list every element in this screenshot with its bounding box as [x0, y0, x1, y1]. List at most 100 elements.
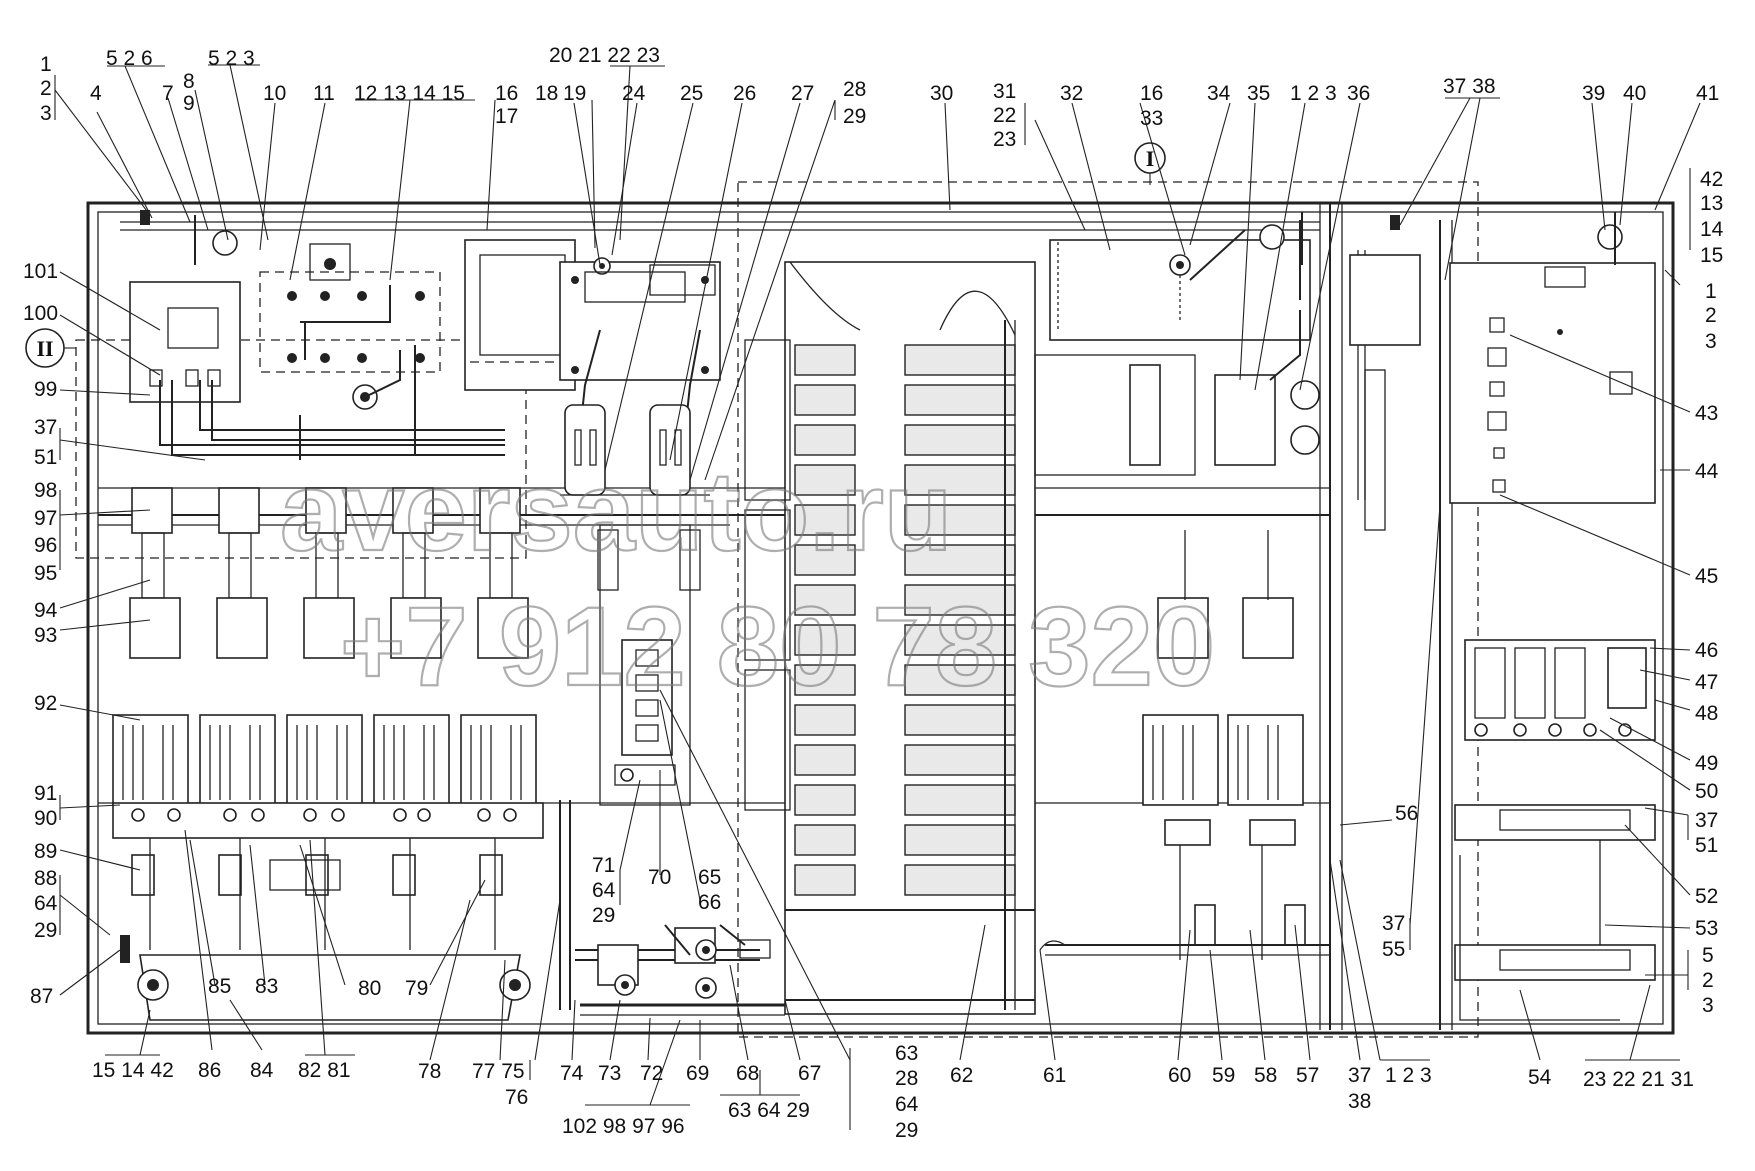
section-I-boundary	[737, 181, 1479, 1038]
callout-labels-right: 42 13 14 15 1 2 3 43 44 45 46 47 48 49 5…	[1695, 168, 1724, 1017]
callout-35: 35	[1247, 82, 1270, 105]
callout-100: 100	[23, 302, 58, 325]
callout-53: 53	[1695, 917, 1718, 940]
upper-right-box	[1034, 220, 1366, 500]
callout-101: 101	[23, 260, 58, 283]
callout-10: 10	[263, 82, 286, 105]
callout-64: 64	[34, 892, 58, 915]
callout-41: 41	[1696, 82, 1719, 105]
callout-3: 3	[40, 102, 52, 125]
callout-r2b: 2	[1702, 969, 1714, 992]
callout-40: 40	[1623, 82, 1646, 105]
relay-pair	[560, 404, 710, 591]
callout-96: 96	[34, 534, 57, 557]
callout-15-14-42: 15 14 42	[92, 1059, 174, 1082]
callout-69: 69	[686, 1062, 709, 1085]
callout-88: 88	[34, 867, 57, 890]
callout-29b: 29	[895, 1119, 918, 1142]
callout-85: 85	[208, 975, 231, 998]
callout-95: 95	[34, 562, 57, 585]
svg-text:I: I	[1146, 146, 1155, 171]
callout-39: 39	[1582, 82, 1605, 105]
svg-text:II: II	[36, 336, 53, 361]
callout-8: 8	[183, 70, 195, 93]
callout-61: 61	[1043, 1064, 1066, 1087]
upper-left-panel	[129, 243, 505, 460]
callout-4: 4	[90, 82, 102, 105]
callout-64c: 64	[592, 879, 616, 902]
callout-68: 68	[736, 1062, 759, 1085]
callout-77-75: 77 75	[472, 1060, 525, 1083]
callout-32: 32	[1060, 82, 1083, 105]
callout-r5: 5	[1702, 944, 1714, 967]
callout-71: 71	[592, 854, 615, 877]
callout-r1: 1	[1705, 280, 1717, 303]
callout-62: 62	[950, 1064, 973, 1087]
callout-5-2-3: 5 2 3	[208, 47, 255, 70]
callout-97: 97	[34, 507, 57, 530]
callout-25: 25	[680, 82, 703, 105]
center-piping	[559, 800, 785, 1016]
callout-64b: 64	[895, 1093, 919, 1116]
callout-65: 65	[698, 866, 721, 889]
callout-52: 52	[1695, 885, 1718, 908]
left-contactor-row	[112, 487, 544, 950]
callout-labels-left: 101 100 99 37 51 98 97 96 95 94 93 92 91…	[23, 260, 58, 1008]
callout-7: 7	[162, 82, 174, 105]
callout-labels-top: 1 2 3 4 5 2 6 7 8 9 5 2 3 10 11 12 13 14…	[40, 44, 1719, 151]
section-marker-I: I	[1134, 142, 1166, 185]
callout-37-38: 37 38	[1443, 75, 1496, 98]
callout-55: 55	[1382, 938, 1405, 961]
callout-84: 84	[250, 1059, 274, 1082]
callout-79: 79	[405, 977, 428, 1000]
callout-67: 67	[798, 1062, 821, 1085]
callout-r51: 51	[1695, 834, 1718, 857]
callout-27: 27	[791, 82, 814, 105]
top-switches	[140, 210, 1623, 265]
callout-37e: 37	[1382, 912, 1405, 935]
callout-66: 66	[698, 891, 721, 914]
callout-49: 49	[1695, 752, 1718, 775]
callout-31: 31	[993, 80, 1016, 103]
callout-63-64-29: 63 64 29	[728, 1099, 810, 1122]
callout-18: 18	[535, 82, 558, 105]
callout-46: 46	[1695, 639, 1718, 662]
callout-91: 91	[34, 782, 57, 805]
callout-54: 54	[1528, 1066, 1552, 1089]
callout-16b: 16	[1140, 82, 1163, 105]
callout-42: 42	[1700, 168, 1723, 191]
callout-56: 56	[1395, 802, 1418, 825]
callout-37d: 37	[1348, 1064, 1371, 1087]
callout-89: 89	[34, 840, 57, 863]
callout-1: 1	[40, 53, 52, 76]
right-instrument-panel	[1349, 254, 1656, 1021]
callout-93: 93	[34, 624, 57, 647]
callout-1-2-3: 1 2 3	[1290, 82, 1337, 105]
callout-17: 17	[495, 105, 518, 128]
callout-44: 44	[1695, 460, 1719, 483]
callout-45: 45	[1695, 565, 1718, 588]
callout-59: 59	[1212, 1064, 1235, 1087]
callout-r37: 37	[1695, 809, 1718, 832]
callout-16: 16	[495, 82, 518, 105]
callout-78: 78	[418, 1060, 441, 1083]
callout-86: 86	[198, 1059, 221, 1082]
callout-82-81: 82 81	[298, 1059, 351, 1082]
callout-23-22-21-31: 23 22 21 31	[1583, 1068, 1694, 1091]
callout-94: 94	[34, 599, 58, 622]
watermark-phone: +7 912 80 78 320	[340, 584, 1215, 709]
callout-99: 99	[34, 378, 57, 401]
callout-22: 22	[993, 104, 1016, 127]
callout-28b: 28	[895, 1067, 918, 1090]
callout-63: 63	[895, 1042, 918, 1065]
callout-24: 24	[622, 82, 646, 105]
callout-29: 29	[843, 105, 866, 128]
callout-83: 83	[255, 975, 278, 998]
callout-26: 26	[733, 82, 756, 105]
callout-38d: 38	[1348, 1090, 1371, 1113]
callout-58: 58	[1254, 1064, 1277, 1087]
callout-48: 48	[1695, 702, 1718, 725]
callout-20-21-22-23: 20 21 22 23	[549, 44, 660, 67]
callout-r3b: 3	[1702, 994, 1714, 1017]
